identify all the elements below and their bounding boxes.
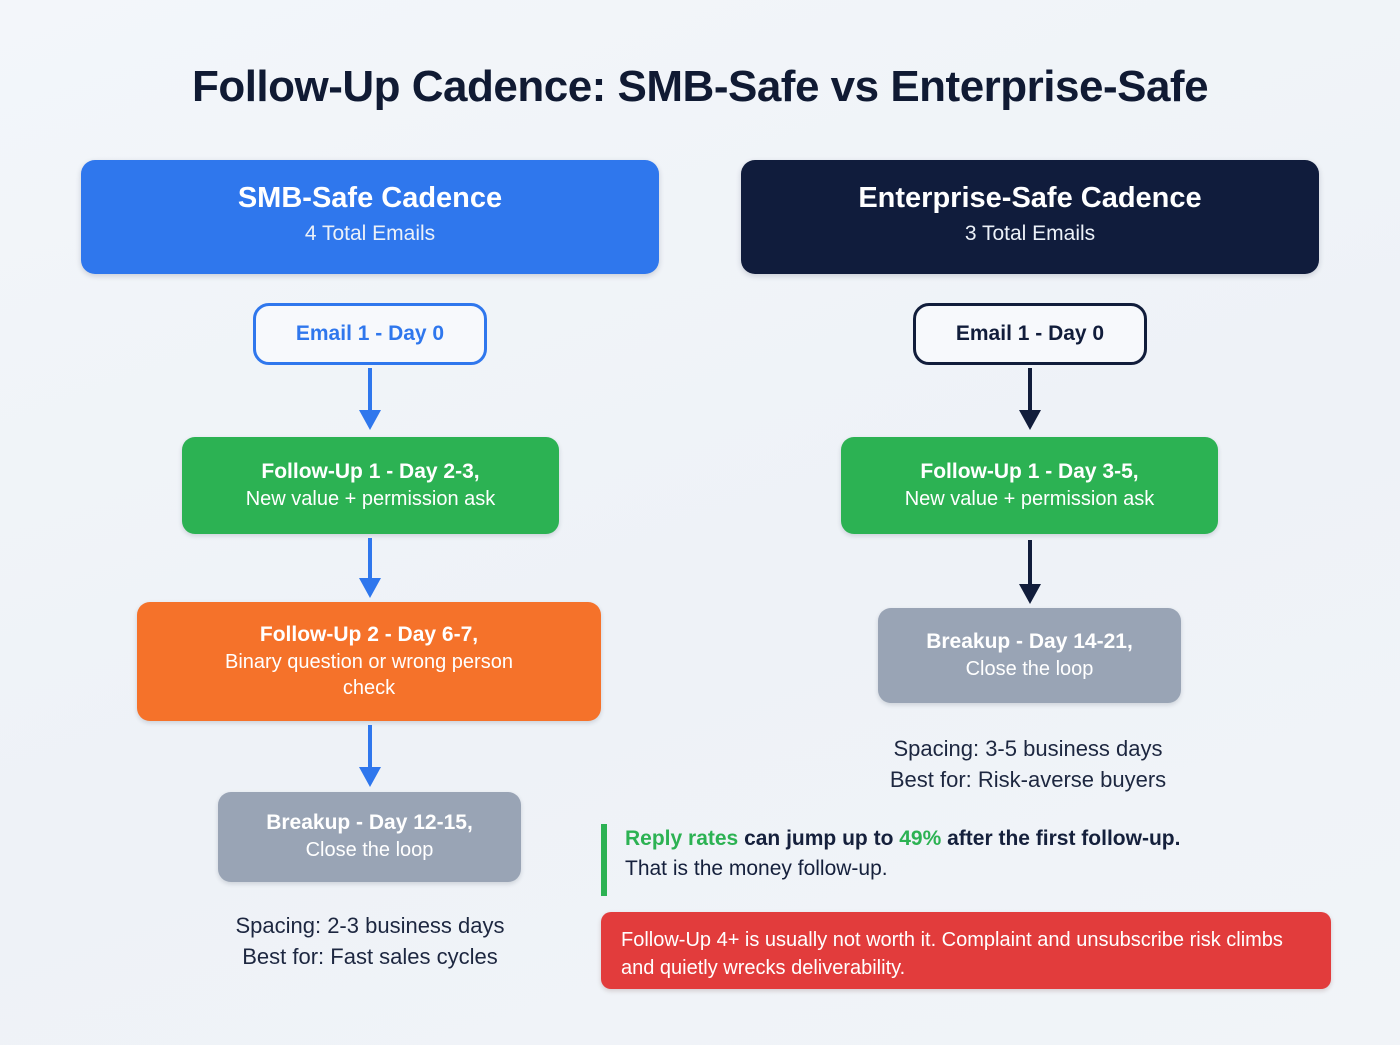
meta-enterprise-best-for: Best for: Risk-averse buyers — [889, 767, 1167, 793]
node-enterprise-email-1-title: Email 1 - Day 0 — [955, 321, 1105, 345]
meta-smb: Spacing: 2-3 business days Best for: Fas… — [170, 910, 570, 972]
callout-highlight-reply-rates: Reply rates — [625, 827, 739, 850]
node-smb-followup-2-subtitle: Binary question or wrong person check — [225, 651, 513, 699]
callout-line-2: That is the money follow-up. — [625, 857, 888, 881]
node-smb-followup-2-title: Follow-Up 2 - Day 6-7, — [259, 622, 479, 646]
meta-smb-best-for: Best for: Fast sales cycles — [242, 944, 498, 970]
arrow-enterprise-1 — [1019, 368, 1041, 430]
node-enterprise-followup-1-subtitle: New value + permission ask — [904, 487, 1155, 510]
node-smb-followup-1-title: Follow-Up 1 - Day 2-3, — [261, 459, 480, 483]
node-enterprise-email-1: Email 1 - Day 0 — [913, 303, 1147, 365]
column-header-smb-title: SMB-Safe Cadence — [237, 182, 503, 214]
node-smb-followup-2: Follow-Up 2 - Day 6-7, Binary question o… — [137, 602, 601, 721]
arrow-smb-3 — [359, 725, 381, 787]
callout-text-segment-2: after the first follow-up. — [941, 827, 1181, 850]
node-enterprise-breakup-subtitle: Close the loop — [965, 657, 1094, 680]
meta-smb-spacing: Spacing: 2-3 business days — [235, 913, 505, 938]
node-enterprise-breakup: Breakup - Day 14-21, Close the loop — [878, 608, 1181, 703]
column-header-enterprise: Enterprise-Safe Cadence 3 Total Emails — [741, 160, 1319, 274]
arrow-smb-2 — [359, 538, 381, 598]
meta-enterprise-spacing: Spacing: 3-5 business days — [893, 736, 1163, 761]
column-header-smb: SMB-Safe Cadence 4 Total Emails — [81, 160, 659, 274]
node-enterprise-breakup-title: Breakup - Day 14-21, — [926, 629, 1133, 653]
node-smb-breakup: Breakup - Day 12-15, Close the loop — [218, 792, 521, 882]
node-smb-followup-1-subtitle: New value + permission ask — [245, 487, 496, 510]
column-header-smb-subtitle: 4 Total Emails — [304, 222, 436, 246]
node-smb-email-1: Email 1 - Day 0 — [253, 303, 487, 365]
callout-line-1: Reply rates can jump up to 49% after the… — [625, 824, 1301, 854]
warning-text: Follow-Up 4+ is usually not worth it. Co… — [621, 929, 1283, 980]
column-header-enterprise-subtitle: 3 Total Emails — [964, 222, 1096, 246]
node-smb-breakup-title: Breakup - Day 12-15, — [266, 811, 473, 835]
node-enterprise-followup-1: Follow-Up 1 - Day 3-5, New value + permi… — [841, 437, 1218, 534]
callout-text-segment: can jump up to — [738, 827, 900, 850]
meta-enterprise: Spacing: 3-5 business days Best for: Ris… — [828, 733, 1228, 795]
node-smb-breakup-subtitle: Close the loop — [305, 839, 434, 862]
callout-reply-rates: Reply rates can jump up to 49% after the… — [601, 824, 1301, 896]
column-header-enterprise-title: Enterprise-Safe Cadence — [858, 182, 1202, 214]
warning-banner: Follow-Up 4+ is usually not worth it. Co… — [601, 912, 1331, 989]
node-enterprise-followup-1-title: Follow-Up 1 - Day 3-5, — [920, 459, 1139, 483]
node-smb-followup-1: Follow-Up 1 - Day 2-3, New value + permi… — [182, 437, 559, 534]
page-title: Follow-Up Cadence: SMB-Safe vs Enterpris… — [191, 62, 1209, 111]
callout-highlight-percent: 49% — [899, 827, 942, 850]
arrow-smb-1 — [359, 368, 381, 430]
node-smb-email-1-title: Email 1 - Day 0 — [295, 321, 445, 345]
arrow-enterprise-2 — [1019, 540, 1041, 604]
